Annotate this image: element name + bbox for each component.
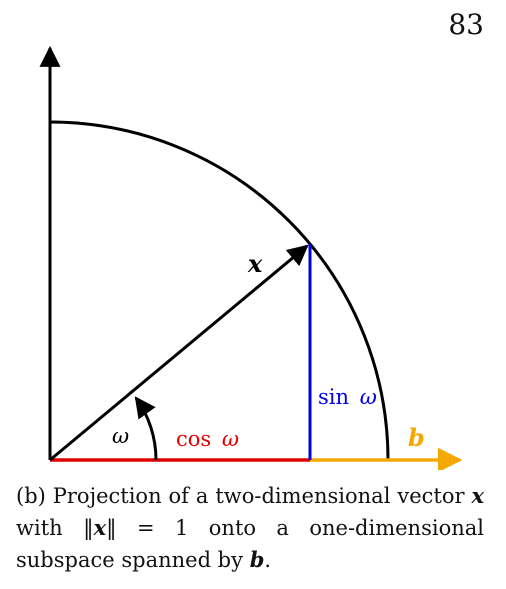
figure-caption: (b) Projection of a two-dimensional vect…	[16, 480, 484, 576]
label-x: x	[247, 249, 263, 278]
caption-norm: ‖x‖	[83, 515, 117, 540]
label-omega: ω	[112, 424, 129, 448]
caption-norm-open: ‖	[83, 516, 94, 540]
vector-x	[49, 244, 309, 462]
caption-norm-close: ‖	[106, 516, 117, 540]
caption-var-b: b	[249, 547, 265, 572]
caption-norm-var: x	[93, 515, 107, 540]
label-sin-omega-symbol: ω	[360, 385, 377, 409]
label-sin-text: sin	[318, 385, 349, 409]
label-cos-text: cos	[176, 427, 211, 451]
caption-onto: onto a one-dimensional subspace spanned …	[16, 516, 484, 572]
label-cos-omega: cos ω	[176, 427, 239, 451]
angle-arc	[134, 396, 158, 461]
page-number: 83	[448, 8, 484, 41]
label-sin-omega: sin ω	[318, 385, 377, 409]
projection-diagram: x ω cos ω sin ω b	[39, 45, 463, 470]
label-cos-omega-symbol: ω	[222, 427, 239, 451]
unit-circle-arc	[49, 120, 390, 461]
caption-equals-one: = 1	[137, 516, 189, 540]
caption-var-x: x	[471, 483, 484, 508]
caption-period: .	[264, 548, 272, 572]
label-b: b	[408, 423, 425, 452]
caption-prefix: (b) Projection of a two-dimensional vect…	[16, 484, 465, 508]
caption-with: with	[16, 516, 63, 540]
